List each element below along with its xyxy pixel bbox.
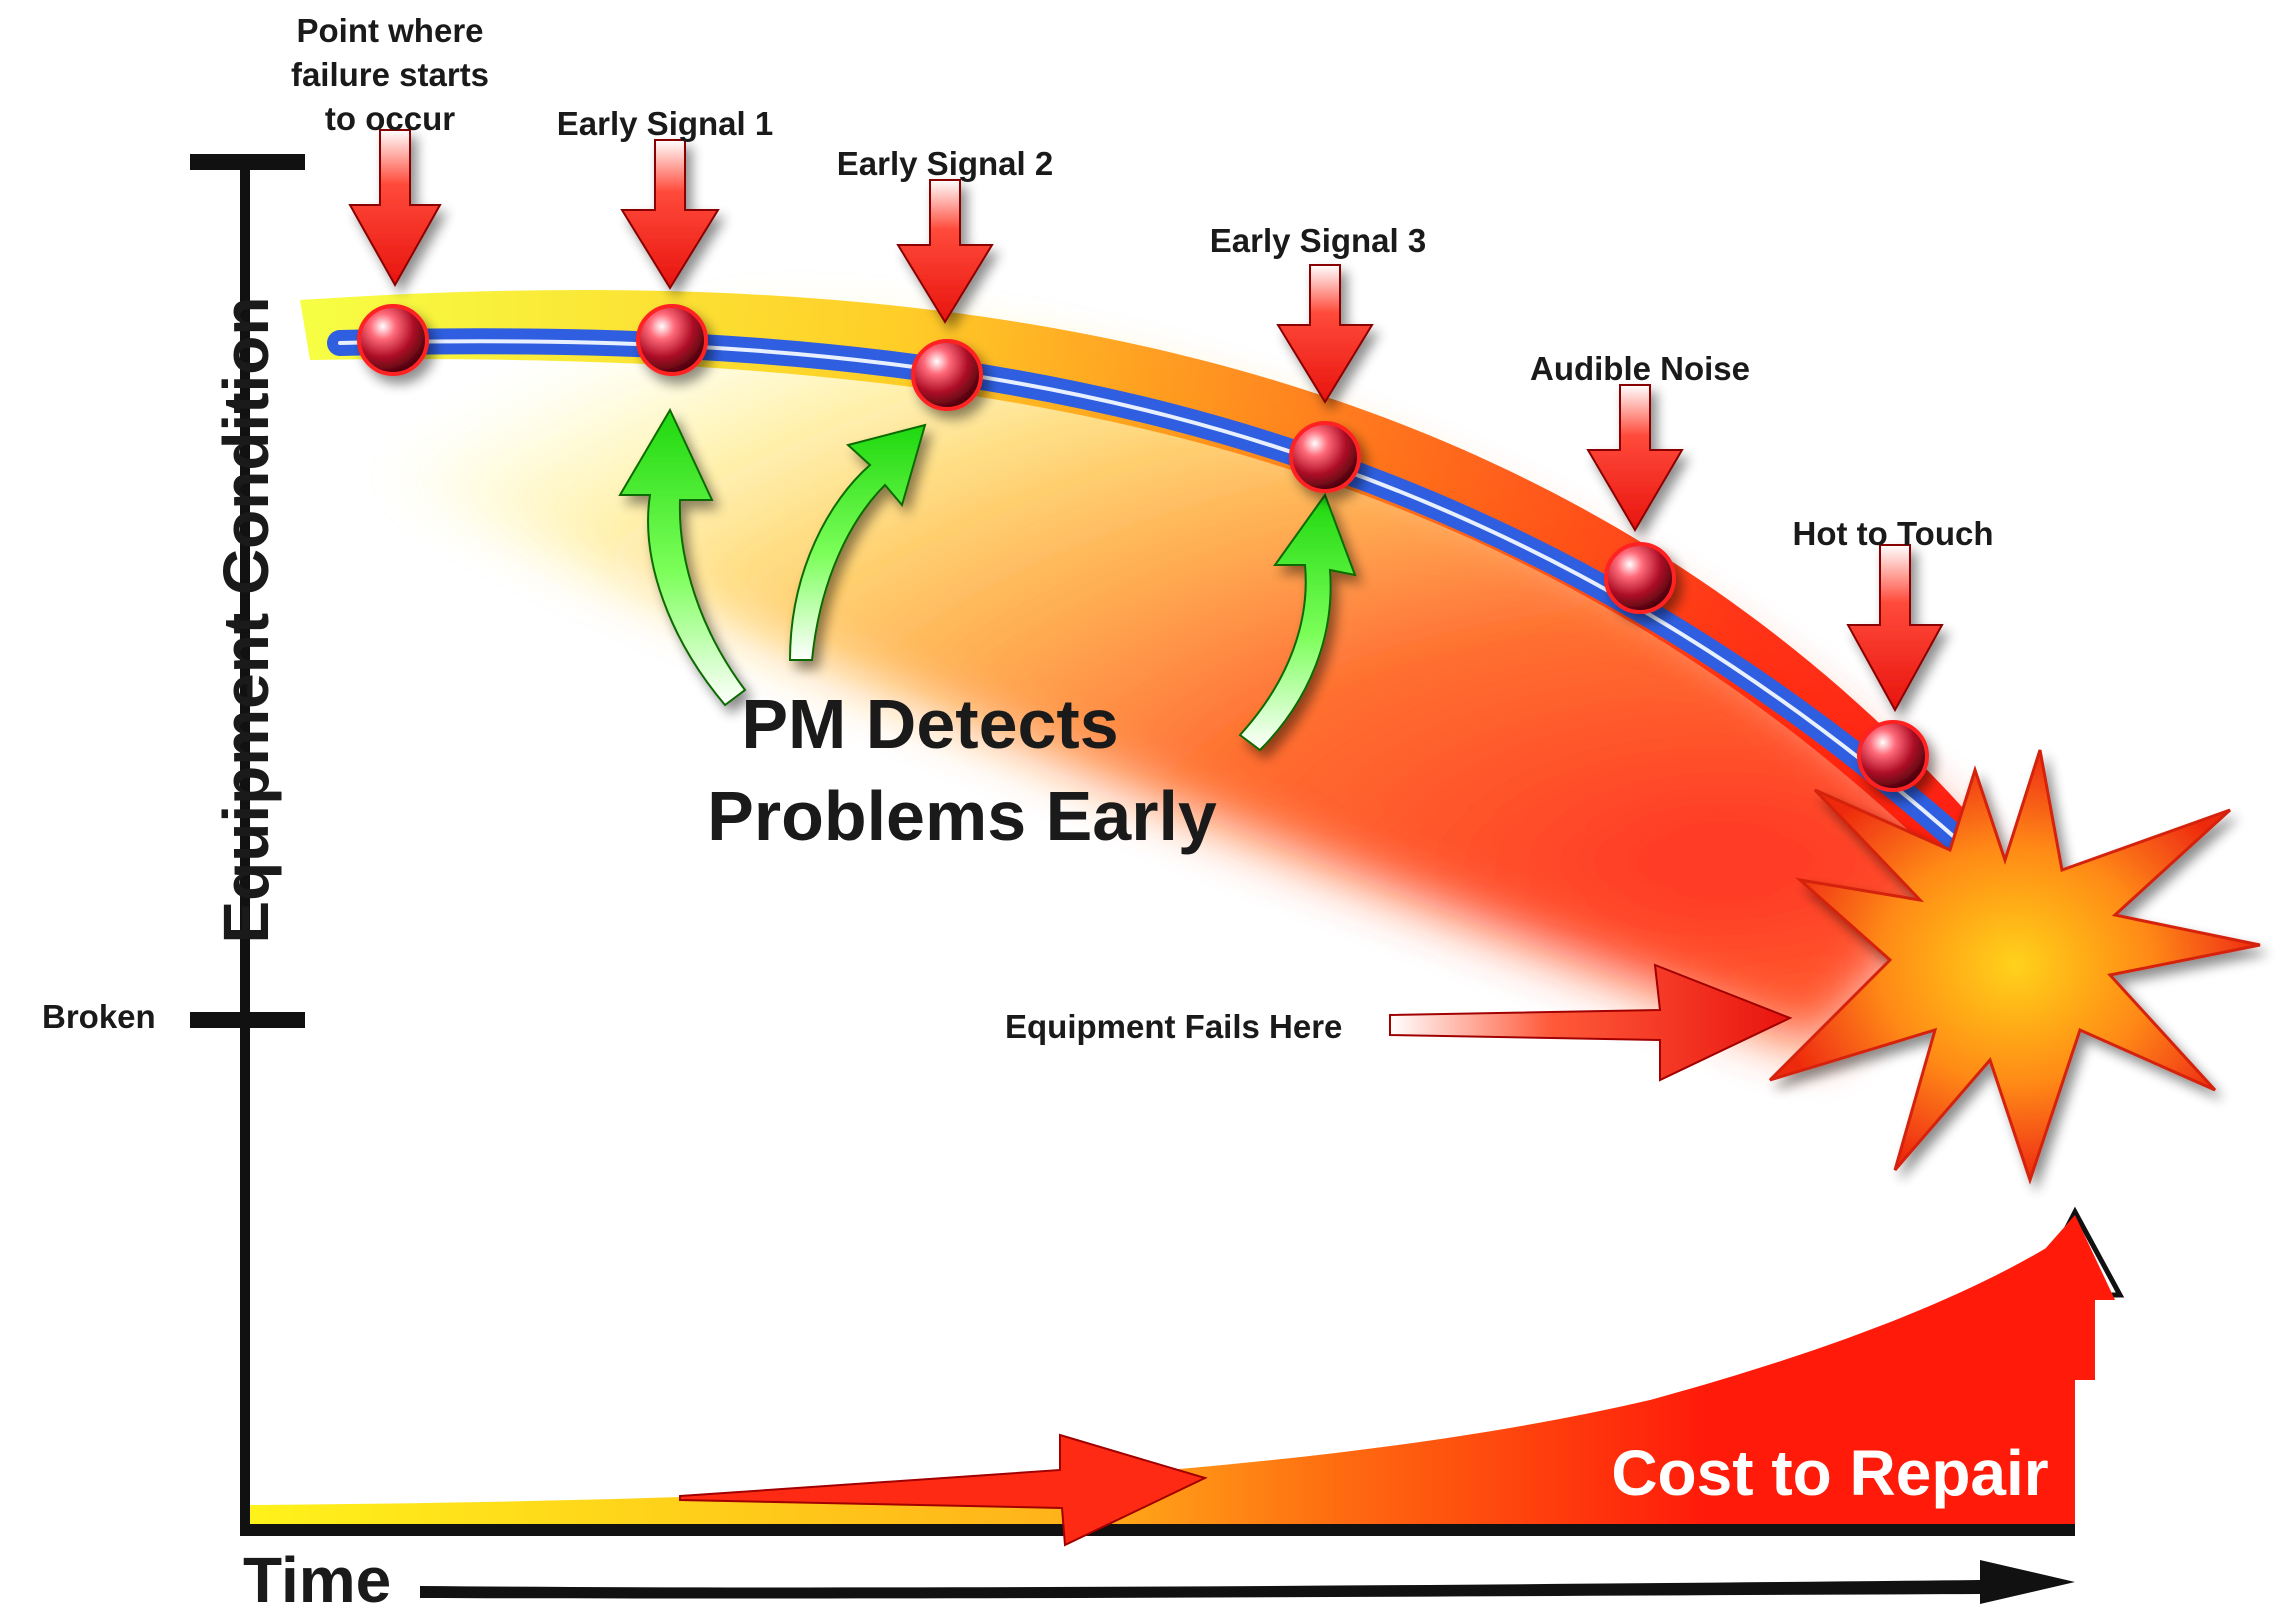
signal-arrow-hot (1846, 544, 1944, 713)
signal-label-early-3: Early Signal 3 (1210, 222, 1426, 259)
pm-arrow-1 (618, 407, 747, 707)
signal-arrow-2 (896, 179, 994, 324)
signal-arrow-1 (620, 139, 720, 290)
marker-signal-3 (1289, 421, 1361, 493)
signal-arrow-noise (1586, 384, 1684, 532)
condition-curve-highlight (338, 339, 1982, 862)
y-axis-label: Equipment Condition (210, 297, 282, 944)
signal-label-early-2: Early Signal 2 (837, 145, 1053, 182)
cost-rise-arrow-fill (2000, 1215, 2115, 1380)
cost-trend-arrow (679, 1433, 1208, 1547)
signal-labels: Point where failure starts to occur Earl… (291, 12, 1994, 552)
cost-to-repair-label: Cost to Repair (1611, 1437, 2048, 1509)
time-arrow (420, 1560, 2075, 1604)
pm-arrow-2 (788, 423, 927, 661)
marker-noise (1604, 542, 1676, 614)
axes (190, 154, 2075, 1536)
caption-line-1: PM Detects (741, 685, 1118, 763)
signal-label-point-line2: failure starts (291, 56, 489, 93)
x-axis-label: Time (243, 1544, 391, 1611)
marker-signal-2 (911, 339, 983, 411)
equipment-fails-label: Equipment Fails Here (1005, 1008, 1342, 1045)
signal-label-audible-noise: Audible Noise (1530, 350, 1750, 387)
failure-burst (1768, 749, 2261, 1185)
signal-label-early-1: Early Signal 1 (557, 105, 773, 142)
marker-signal-1 (636, 304, 708, 376)
broken-label: Broken (42, 998, 156, 1035)
signal-label-point-line3: to occur (325, 100, 455, 137)
signal-label-point-line1: Point where (296, 12, 483, 49)
marker-point (357, 304, 429, 376)
cost-to-repair-area (250, 1230, 2075, 1524)
equipment-fails-arrow (1389, 963, 1793, 1082)
signal-label-hot-to-touch: Hot to Touch (1793, 515, 1994, 552)
burst-star (1768, 749, 2261, 1185)
marker-hot (1857, 720, 1929, 792)
signal-arrows (348, 129, 1944, 713)
signal-arrow-3 (1276, 264, 1374, 404)
signal-markers (357, 304, 1929, 792)
signal-arrow-point (348, 129, 442, 288)
pm-detect-arrows (618, 407, 1357, 752)
caption-line-2: Problems Early (707, 777, 1217, 855)
pm-arrow-3 (1238, 492, 1357, 752)
